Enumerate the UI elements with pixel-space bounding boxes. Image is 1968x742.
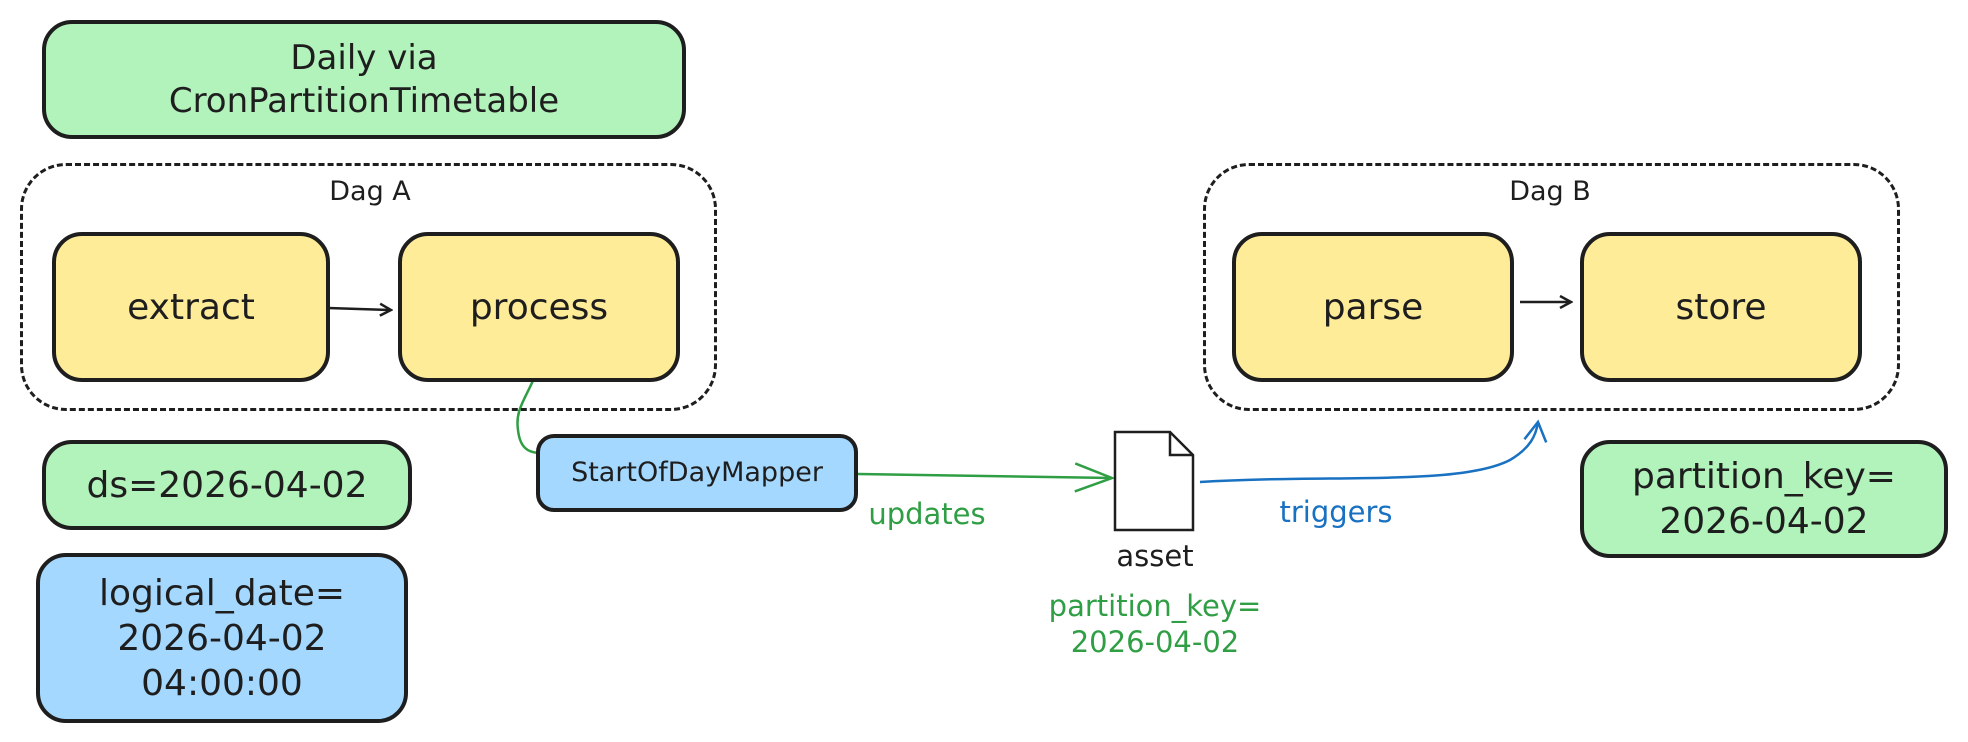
schedule-label: Daily via CronPartitionTimetable: [168, 38, 560, 121]
task-process-label: process: [469, 286, 609, 328]
connector-process-to-mapper: [516, 375, 539, 455]
triggers-label: triggers: [1279, 495, 1393, 529]
arrow-extract-to-process: [327, 308, 390, 310]
dag-a-label: Dag A: [329, 176, 411, 207]
updates-label: updates: [868, 497, 986, 531]
task-store-label: store: [1675, 286, 1767, 328]
ds-label: ds=2026-04-02: [86, 464, 368, 506]
task-store[interactable]: store: [1580, 232, 1862, 382]
dag-b-partition-key-label: partition_key= 2026-04-02: [1632, 456, 1896, 542]
asset-partition-key: partition_key= 2026-04-02: [1048, 589, 1262, 660]
dag-a-group: [20, 163, 717, 411]
arrow-mapper-to-asset: [857, 474, 1112, 478]
ds-box: ds=2026-04-02: [42, 440, 412, 530]
dag-b-partition-key-box: partition_key= 2026-04-02: [1580, 440, 1948, 558]
asset-label: asset: [1116, 539, 1194, 573]
task-extract[interactable]: extract: [52, 232, 330, 382]
dag-b-label: Dag B: [1509, 176, 1591, 207]
dag-b-group: [1203, 163, 1900, 411]
task-parse-label: parse: [1322, 286, 1424, 328]
arrow-asset-to-dag-b: [1199, 422, 1538, 484]
logical-date-label: logical_date= 2026-04-02 04:00:00: [98, 572, 346, 704]
file-icon: [1113, 430, 1195, 532]
mapper-label: StartOfDayMapper: [571, 457, 823, 489]
task-process[interactable]: process: [398, 232, 680, 382]
logical-date-box: logical_date= 2026-04-02 04:00:00: [36, 553, 408, 723]
task-extract-label: extract: [127, 286, 255, 328]
schedule-box: Daily via CronPartitionTimetable: [42, 20, 686, 139]
task-parse[interactable]: parse: [1232, 232, 1514, 382]
mapper-box: StartOfDayMapper: [536, 434, 858, 512]
